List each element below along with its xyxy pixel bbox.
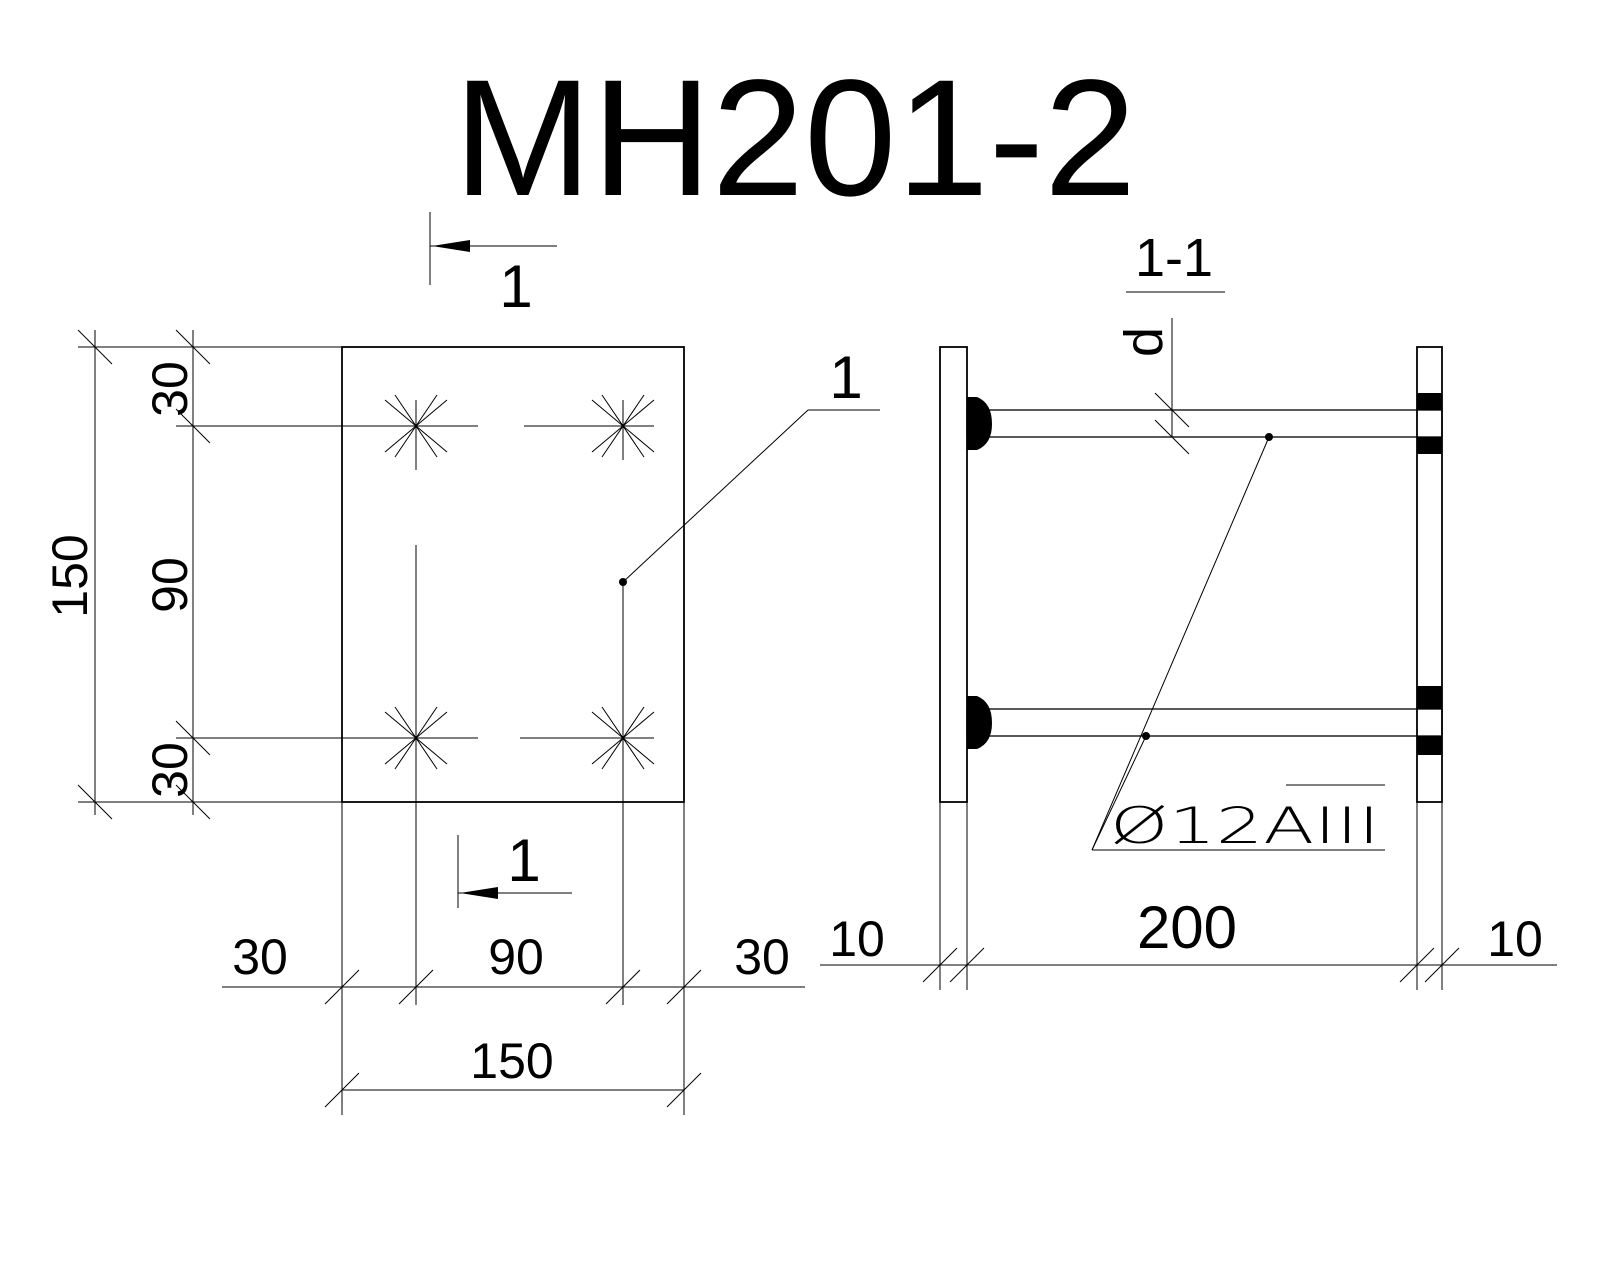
section-cut-top <box>429 212 557 285</box>
plan-extension-lines <box>78 346 685 1115</box>
section-mark-bottom: 1 <box>507 827 540 894</box>
dim-left-bottom: 30 <box>142 742 198 798</box>
section-cut-bottom <box>457 835 572 908</box>
section-view: 1-1 d Ø12AIII <box>820 228 1557 990</box>
dim-bottom-right: 30 <box>734 929 790 985</box>
left-dimension-lines <box>77 329 211 820</box>
thickness-label: d <box>1114 327 1174 357</box>
anchor-bar-bottom <box>966 708 1443 737</box>
dim-section-left: 10 <box>829 911 885 967</box>
plate-outline <box>341 346 685 803</box>
callout-leader <box>619 409 880 586</box>
rebar-spec: Ø12AIII <box>1110 797 1380 855</box>
section-title: 1-1 <box>1135 228 1213 288</box>
rebar-leader <box>1091 433 1385 851</box>
anchor-bar-top <box>966 409 1443 438</box>
weld-right-top-lower <box>1417 437 1442 454</box>
weld-right-bottom-upper <box>1417 686 1442 709</box>
dim-left-total: 150 <box>42 534 98 617</box>
dim-section-right: 10 <box>1487 911 1543 967</box>
section-extension-lines <box>939 802 1443 990</box>
left-plate <box>939 346 968 803</box>
section-mark-top: 1 <box>499 253 532 320</box>
dim-bottom-middle: 90 <box>488 929 544 985</box>
drawing-title: MH201-2 <box>454 46 1137 231</box>
weld-right-bottom-lower <box>1417 736 1442 755</box>
thickness-dimension <box>1154 318 1190 455</box>
weld-left-top <box>967 397 992 450</box>
weld-right-top-upper <box>1417 393 1442 410</box>
dim-left-top: 30 <box>142 361 198 417</box>
weld-left-bottom <box>967 696 992 749</box>
callout-number: 1 <box>829 344 862 411</box>
dim-bottom-left: 30 <box>232 929 288 985</box>
dim-bottom-total: 150 <box>470 1033 553 1089</box>
plan-view: 1 1 1 30 90 30 150 30 90 30 150 <box>42 212 880 1115</box>
bottom-dimension-lines <box>222 969 805 1108</box>
dim-section-middle: 200 <box>1137 894 1237 961</box>
section-dimension-lines <box>820 947 1557 983</box>
rebar-grade-overline <box>1142 784 1385 851</box>
dim-left-middle: 90 <box>142 557 198 613</box>
right-plate <box>1416 346 1443 803</box>
